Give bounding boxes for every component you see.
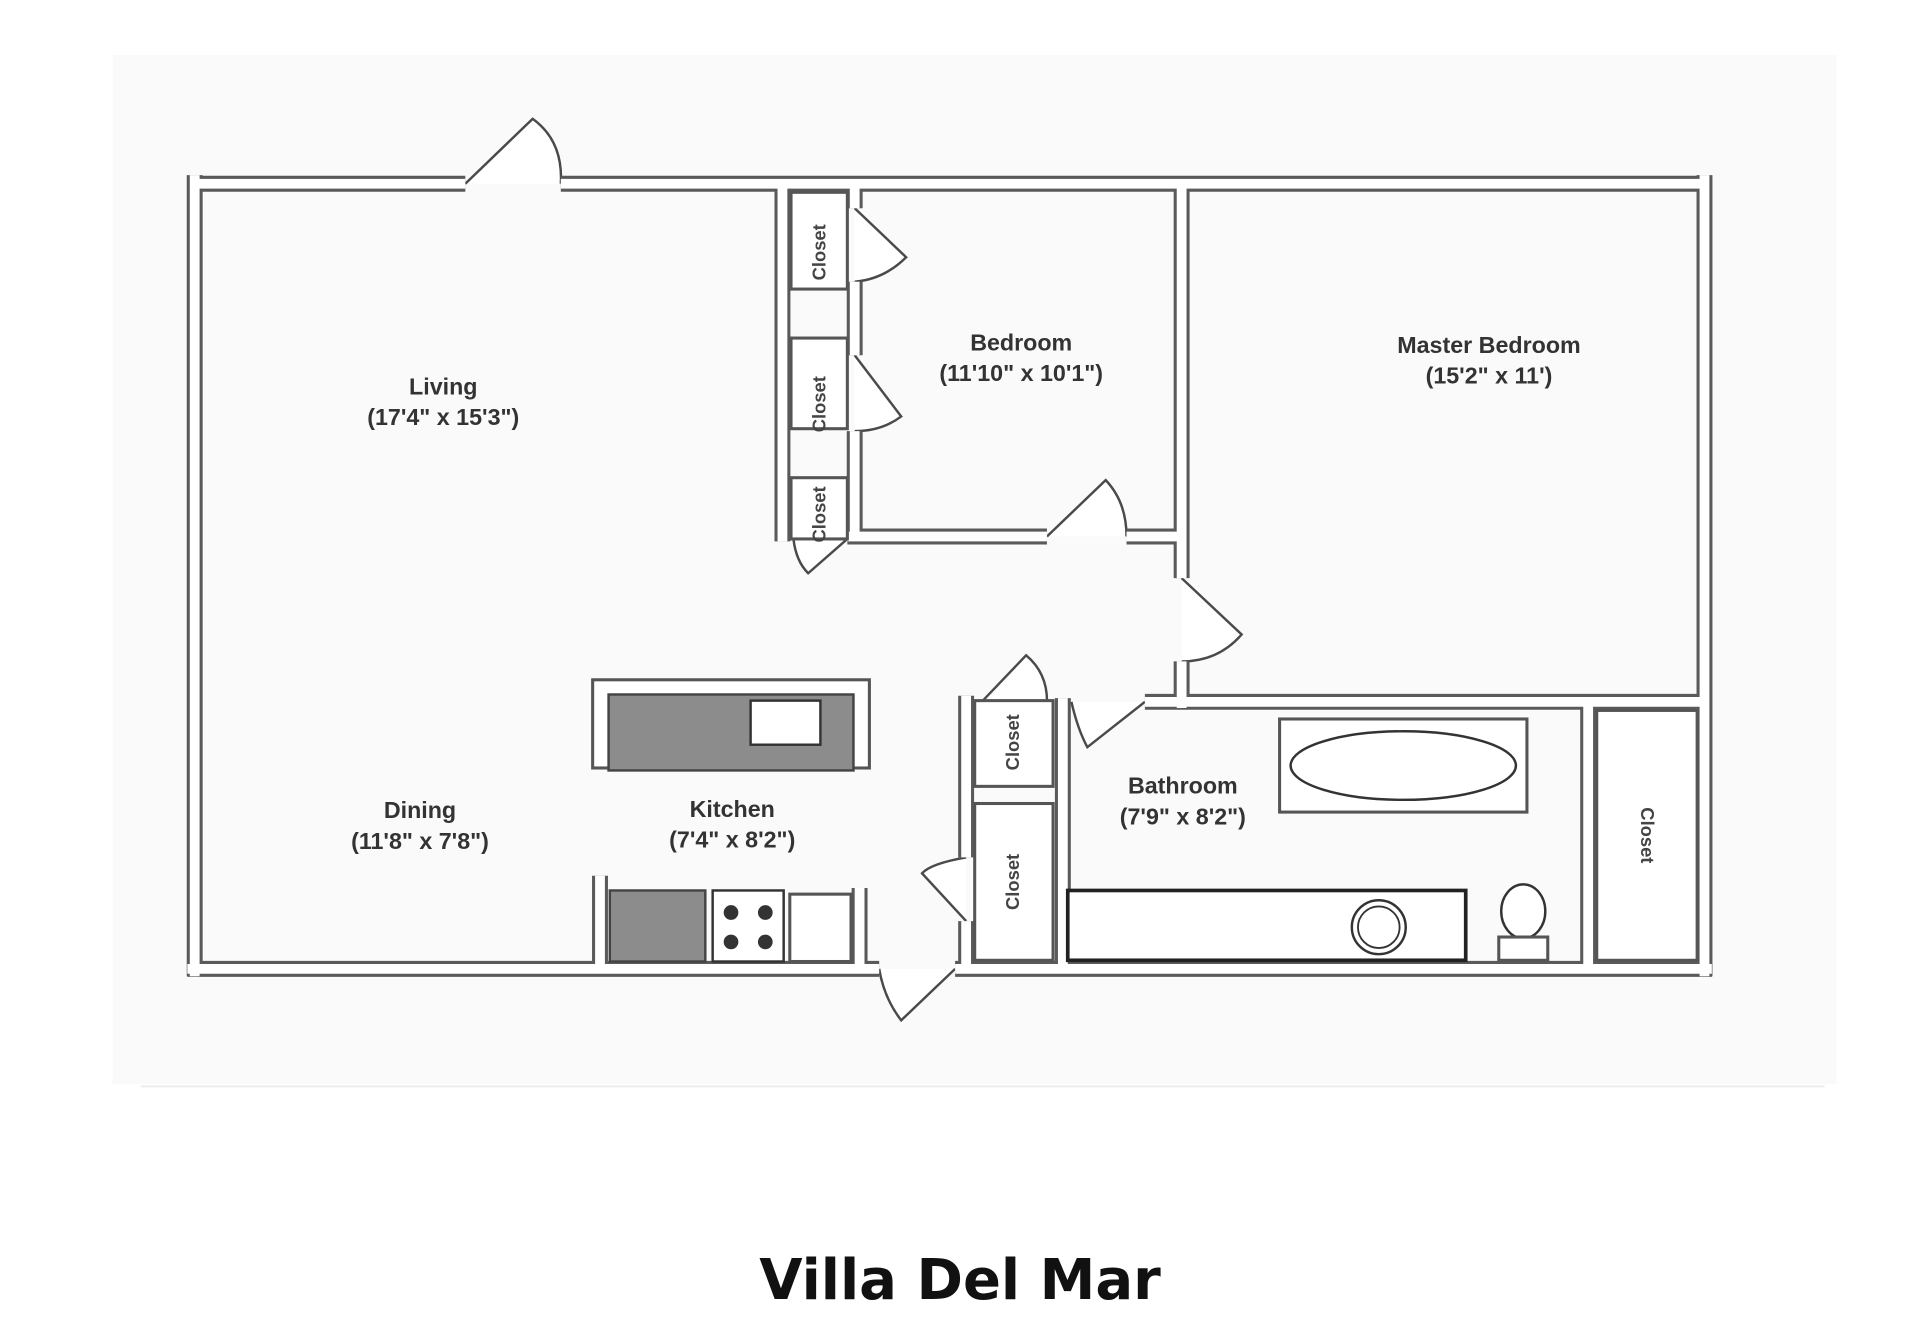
closet-box — [1595, 708, 1699, 962]
closet-box — [789, 336, 849, 431]
closet-label: Closet — [808, 224, 829, 280]
room-name-bedroom: Bedroom — [970, 329, 1072, 355]
closet-label: Closet — [808, 486, 829, 542]
front-door — [877, 967, 956, 1023]
refrigerator — [788, 892, 853, 964]
room-dims-dining: (11'8" x 7'8") — [351, 828, 489, 854]
bathroom-door — [1070, 700, 1146, 750]
room-dims-bathroom: (7'9" x 8'2") — [1120, 803, 1246, 829]
room-name-bathroom: Bathroom — [1128, 773, 1238, 799]
bathtub — [1278, 717, 1529, 814]
closet-box — [789, 476, 849, 541]
room-name-kitchen: Kitchen — [690, 796, 775, 822]
kitchen-fixtures — [591, 678, 871, 964]
room-name-dining: Dining — [384, 797, 456, 823]
doors — [464, 117, 1244, 1023]
floor-plan-title: Villa Del Mar — [759, 1248, 1161, 1313]
linen-closet-door — [920, 856, 968, 922]
island-sink-icon — [749, 699, 822, 746]
closet-door-1 — [853, 207, 908, 283]
room-dims-master-bedroom: (15'2" x 11') — [1426, 362, 1553, 388]
closet-label: Closet — [1637, 807, 1658, 863]
closet-label: Closet — [1002, 854, 1023, 910]
room-name-master-bedroom: Master Bedroom — [1397, 332, 1580, 358]
room-dims-living: (17'4" x 15'3") — [367, 404, 519, 430]
master-bedroom-door — [1180, 577, 1244, 663]
walls — [186, 175, 1713, 977]
closet-door-2 — [853, 354, 903, 433]
room-name-living: Living — [409, 373, 477, 399]
tub-basin-icon — [1289, 730, 1518, 802]
hall-closet-door — [972, 653, 1049, 712]
closet-label: Closet — [808, 376, 829, 432]
stove-icon — [711, 889, 785, 963]
room-dims-kitchen: (7'4" x 8'2") — [669, 827, 795, 853]
closet-box — [973, 801, 1055, 962]
closet-door-3 — [792, 538, 849, 575]
dishwasher — [608, 889, 707, 963]
closet-label: Closet — [1002, 714, 1023, 770]
closet-box — [789, 190, 849, 291]
room-dims-bedroom: (11'10" x 10'1") — [939, 360, 1103, 386]
entry-door — [464, 117, 563, 185]
closet-box — [973, 699, 1055, 788]
bathroom-fixtures — [1065, 717, 1550, 963]
room-labels: Living (17'4" x 15'3") Bedroom (11'10" x… — [351, 329, 1581, 854]
vanity-sink-icon — [1350, 899, 1407, 956]
closets: Closet Closet Closet Closet Closet Close… — [789, 190, 1699, 962]
bedroom-door — [1046, 478, 1128, 538]
toilet-icon — [1500, 883, 1547, 940]
